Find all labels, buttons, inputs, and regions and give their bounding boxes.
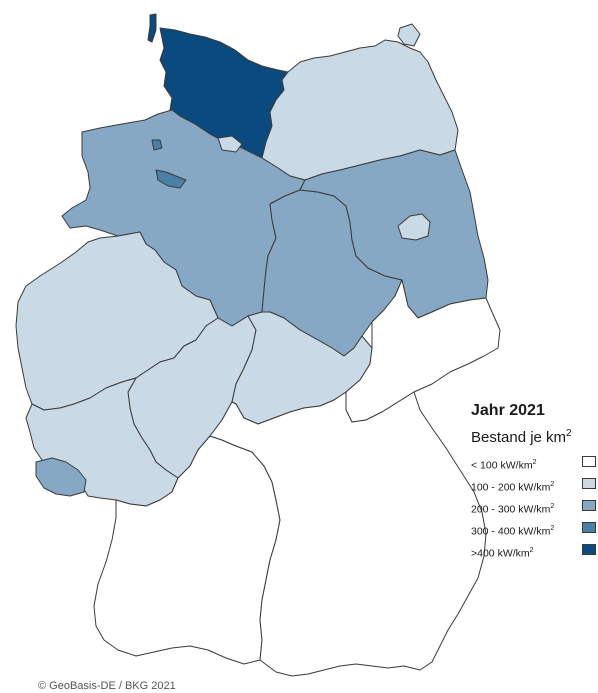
legend-label-class-5: >400 kW/km2 (471, 540, 534, 565)
legend-label-exp-3: 2 (550, 503, 555, 510)
region-saarland[interactable] (35, 457, 87, 497)
copyright-credit: © GeoBasis-DE / BKG 2021 (38, 680, 176, 692)
legend-row-class-1: < 100 kW/km2 (471, 452, 598, 474)
legend-label-text-4: 300 - 400 kW/km (471, 525, 551, 538)
region-hamburg[interactable] (217, 135, 243, 153)
legend-subtitle-exponent: 2 (566, 428, 572, 439)
legend-label-class-1: < 100 kW/km2 (471, 452, 536, 477)
legend-swatch-class-5 (582, 544, 596, 555)
legend-row-class-5: >400 kW/km2 (471, 540, 598, 562)
legend-swatch-class-2 (582, 478, 596, 489)
legend-label-text-2: 100 - 200 kW/km (471, 481, 551, 494)
region-ruegen-island (397, 23, 421, 47)
legend-label-exp-2: 2 (550, 481, 555, 488)
legend-label-text-5: >400 kW/km (471, 547, 530, 560)
legend-swatch-class-3 (582, 500, 596, 511)
legend-label-class-4: 300 - 400 kW/km2 (471, 518, 554, 543)
legend-label-exp-5: 2 (529, 547, 534, 554)
legend-swatch-class-4 (582, 522, 596, 533)
legend-label-text-3: 200 - 300 kW/km (471, 503, 551, 516)
legend-row-class-2: 100 - 200 kW/km2 (471, 474, 598, 496)
region-bremerhaven (151, 139, 163, 151)
region-sylt-island (147, 13, 157, 43)
legend-row-class-3: 200 - 300 kW/km2 (471, 496, 598, 518)
legend-label-class-2: 100 - 200 kW/km2 (471, 474, 554, 499)
region-bayern[interactable] (209, 391, 487, 677)
legend-label-class-3: 200 - 300 kW/km2 (471, 496, 554, 521)
legend-row-class-4: 300 - 400 kW/km2 (471, 518, 598, 540)
map-legend: Jahr 2021 Bestand je km2 < 100 kW/km2 10… (471, 402, 598, 562)
region-bremen[interactable] (155, 169, 187, 189)
legend-title: Jahr 2021 (471, 402, 545, 419)
legend-label-exp-4: 2 (550, 525, 555, 532)
region-berlin[interactable] (397, 213, 431, 241)
legend-label-exp-1: 2 (532, 459, 537, 466)
legend-subtitle-text: Bestand je km (471, 429, 567, 446)
legend-swatch-class-1 (582, 456, 596, 467)
legend-label-text-1: < 100 kW/km (471, 459, 533, 472)
legend-subtitle: Bestand je km2 (471, 424, 598, 448)
